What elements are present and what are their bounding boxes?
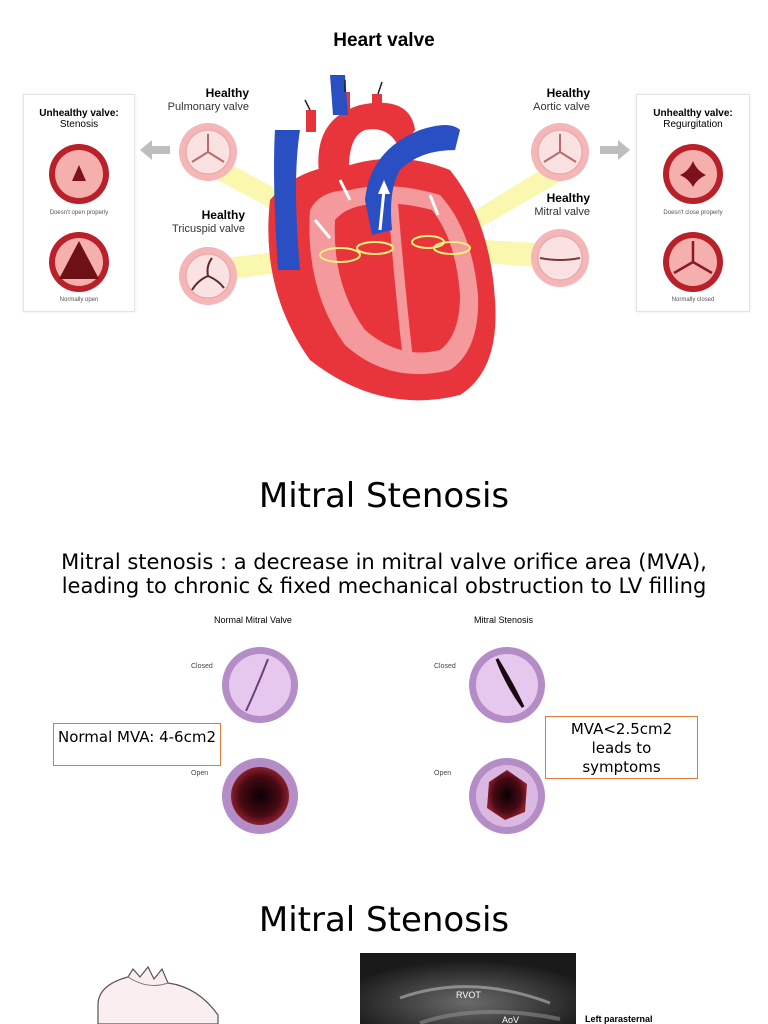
heart-illustration: [198, 75, 580, 401]
pulmonary-name: Pulmonary valve: [167, 101, 249, 113]
stenosis-open-valve-image: [469, 758, 545, 834]
right-arrow-icon: [600, 140, 630, 160]
tricuspid-heading: Healthy: [201, 208, 245, 222]
slide2-title: Mitral Stenosis: [258, 900, 510, 940]
aortic-name: Aortic valve: [533, 101, 590, 113]
stenosis-caption-bottom: Normally open: [59, 297, 99, 303]
echo-image: RVOT AoV: [360, 953, 576, 1024]
tricuspid-label: Healthy Tricuspid valve: [148, 208, 245, 236]
pulmonary-valve-icon: [179, 123, 237, 181]
normal-mva-box: Normal MVA: 4-6cm2: [53, 723, 221, 766]
stenosis-caption-top: Doesn't open properly: [49, 210, 109, 216]
stenosis-closed-valve-image: [469, 647, 545, 723]
heart-sketch-image: [97, 965, 219, 1024]
normal-closed-valve-image: [222, 647, 298, 723]
stenosis-closed-label: Closed: [434, 663, 456, 670]
normal-closed-label: Closed: [191, 663, 213, 670]
regurgitation-caption-bottom: Normally closed: [671, 297, 715, 303]
regurgitation-valve-icon: [663, 144, 723, 204]
left-arrow-icon: [140, 140, 170, 160]
regurgitation-panel: Unhealthy valve: Regurgitation Doesn't c…: [636, 94, 750, 312]
stenosis-mva-box: MVA<2.5cm2 leads to symptoms: [545, 716, 698, 779]
definition-text: Mitral stenosis : a decrease in mitral v…: [61, 550, 707, 598]
regurgitation-panel-subtitle: Regurgitation: [663, 119, 723, 130]
mitral-name: Mitral valve: [534, 206, 590, 218]
tricuspid-name: Tricuspid valve: [172, 223, 245, 235]
tricuspid-valve-icon: [179, 247, 237, 305]
pulmonary-heading: Healthy: [205, 86, 249, 100]
stenosis-valve-title: Mitral Stenosis: [474, 615, 534, 625]
stenosis-valve-icon: [49, 144, 109, 204]
mitral-valve-icon: [531, 229, 589, 287]
figure-title: Heart valve: [333, 30, 435, 51]
regurgitation-panel-title: Unhealthy valve:: [653, 108, 733, 119]
mitral-heading: Healthy: [546, 191, 590, 205]
stenosis-panel-subtitle: Stenosis: [59, 119, 99, 130]
normally-open-valve-icon: [49, 232, 109, 292]
normally-closed-valve-icon: [663, 232, 723, 292]
normal-valve-title: Normal Mitral Valve: [214, 615, 292, 625]
slide1-title: Mitral Stenosis: [258, 476, 510, 516]
echo-label-aov: AoV: [502, 1015, 520, 1024]
normal-open-valve-image: [222, 758, 298, 834]
aortic-valve-icon: [531, 123, 589, 181]
stenosis-panel: Unhealthy valve: Stenosis Doesn't open p…: [23, 94, 135, 312]
aortic-heading: Healthy: [546, 86, 590, 100]
echo-view-label: Left parasternal: [585, 1014, 653, 1024]
echo-label-rvot: RVOT: [456, 990, 481, 1000]
regurgitation-caption-top: Doesn't close properly: [663, 210, 723, 216]
aortic-label: Healthy Aortic valve: [512, 86, 590, 114]
mitral-label: Healthy Mitral valve: [512, 191, 590, 219]
stenosis-open-label: Open: [434, 770, 452, 777]
stenosis-panel-title: Unhealthy valve:: [39, 108, 119, 119]
normal-open-label: Open: [191, 770, 209, 777]
pulmonary-label: Healthy Pulmonary valve: [148, 86, 249, 114]
